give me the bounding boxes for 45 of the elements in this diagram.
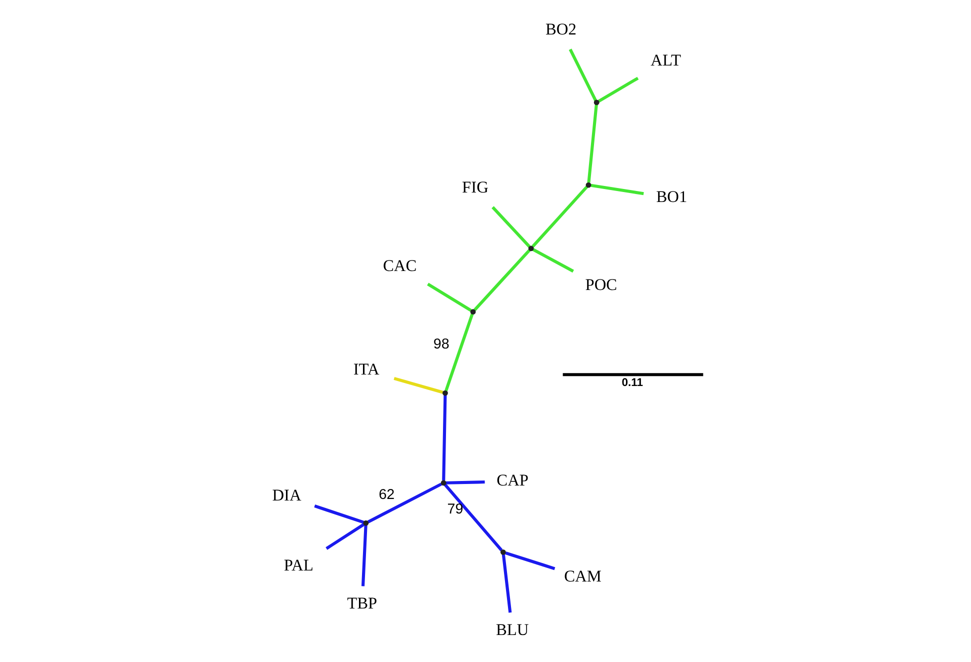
node-text: PAL	[283, 555, 313, 574]
node-point	[440, 480, 446, 486]
connector	[444, 313, 474, 392]
connector	[586, 104, 598, 183]
connector	[597, 76, 638, 103]
node-point	[585, 182, 591, 188]
node-text: CAP	[496, 470, 528, 490]
connector	[366, 482, 442, 524]
node-point	[470, 309, 476, 315]
node-text: BLU	[495, 620, 528, 640]
connector	[473, 249, 530, 311]
node-text: CAC	[382, 256, 416, 275]
node-text: ITA	[352, 359, 379, 378]
connector	[568, 48, 596, 102]
connector	[531, 186, 588, 248]
node-point	[593, 100, 599, 106]
node-text: POC	[584, 275, 617, 294]
edge-label: 62	[378, 487, 394, 504]
connector	[442, 395, 446, 480]
connector	[445, 480, 484, 484]
node-text: TBP	[346, 594, 377, 613]
node-text: DIA	[272, 486, 301, 505]
connector	[590, 184, 644, 196]
connector	[532, 248, 574, 273]
node-text: BO1	[656, 186, 687, 206]
node-text: CAM	[564, 566, 601, 586]
node-point	[442, 390, 448, 396]
connector	[443, 484, 502, 552]
node-text: FIG	[462, 177, 488, 196]
connector	[325, 523, 364, 550]
edge-label: 79	[446, 501, 463, 518]
connector	[393, 376, 443, 394]
connector	[314, 504, 364, 524]
node-text: ALT	[650, 50, 681, 70]
node-point	[362, 520, 368, 526]
connector	[360, 525, 367, 586]
node-point	[500, 549, 506, 555]
edge-label: 98	[432, 336, 449, 352]
connector	[491, 206, 530, 248]
node-point	[528, 246, 534, 252]
label: 0.11	[621, 377, 643, 390]
node-text: BO2	[544, 20, 576, 39]
connector	[426, 282, 472, 312]
connector	[504, 551, 555, 570]
connector	[501, 554, 512, 613]
